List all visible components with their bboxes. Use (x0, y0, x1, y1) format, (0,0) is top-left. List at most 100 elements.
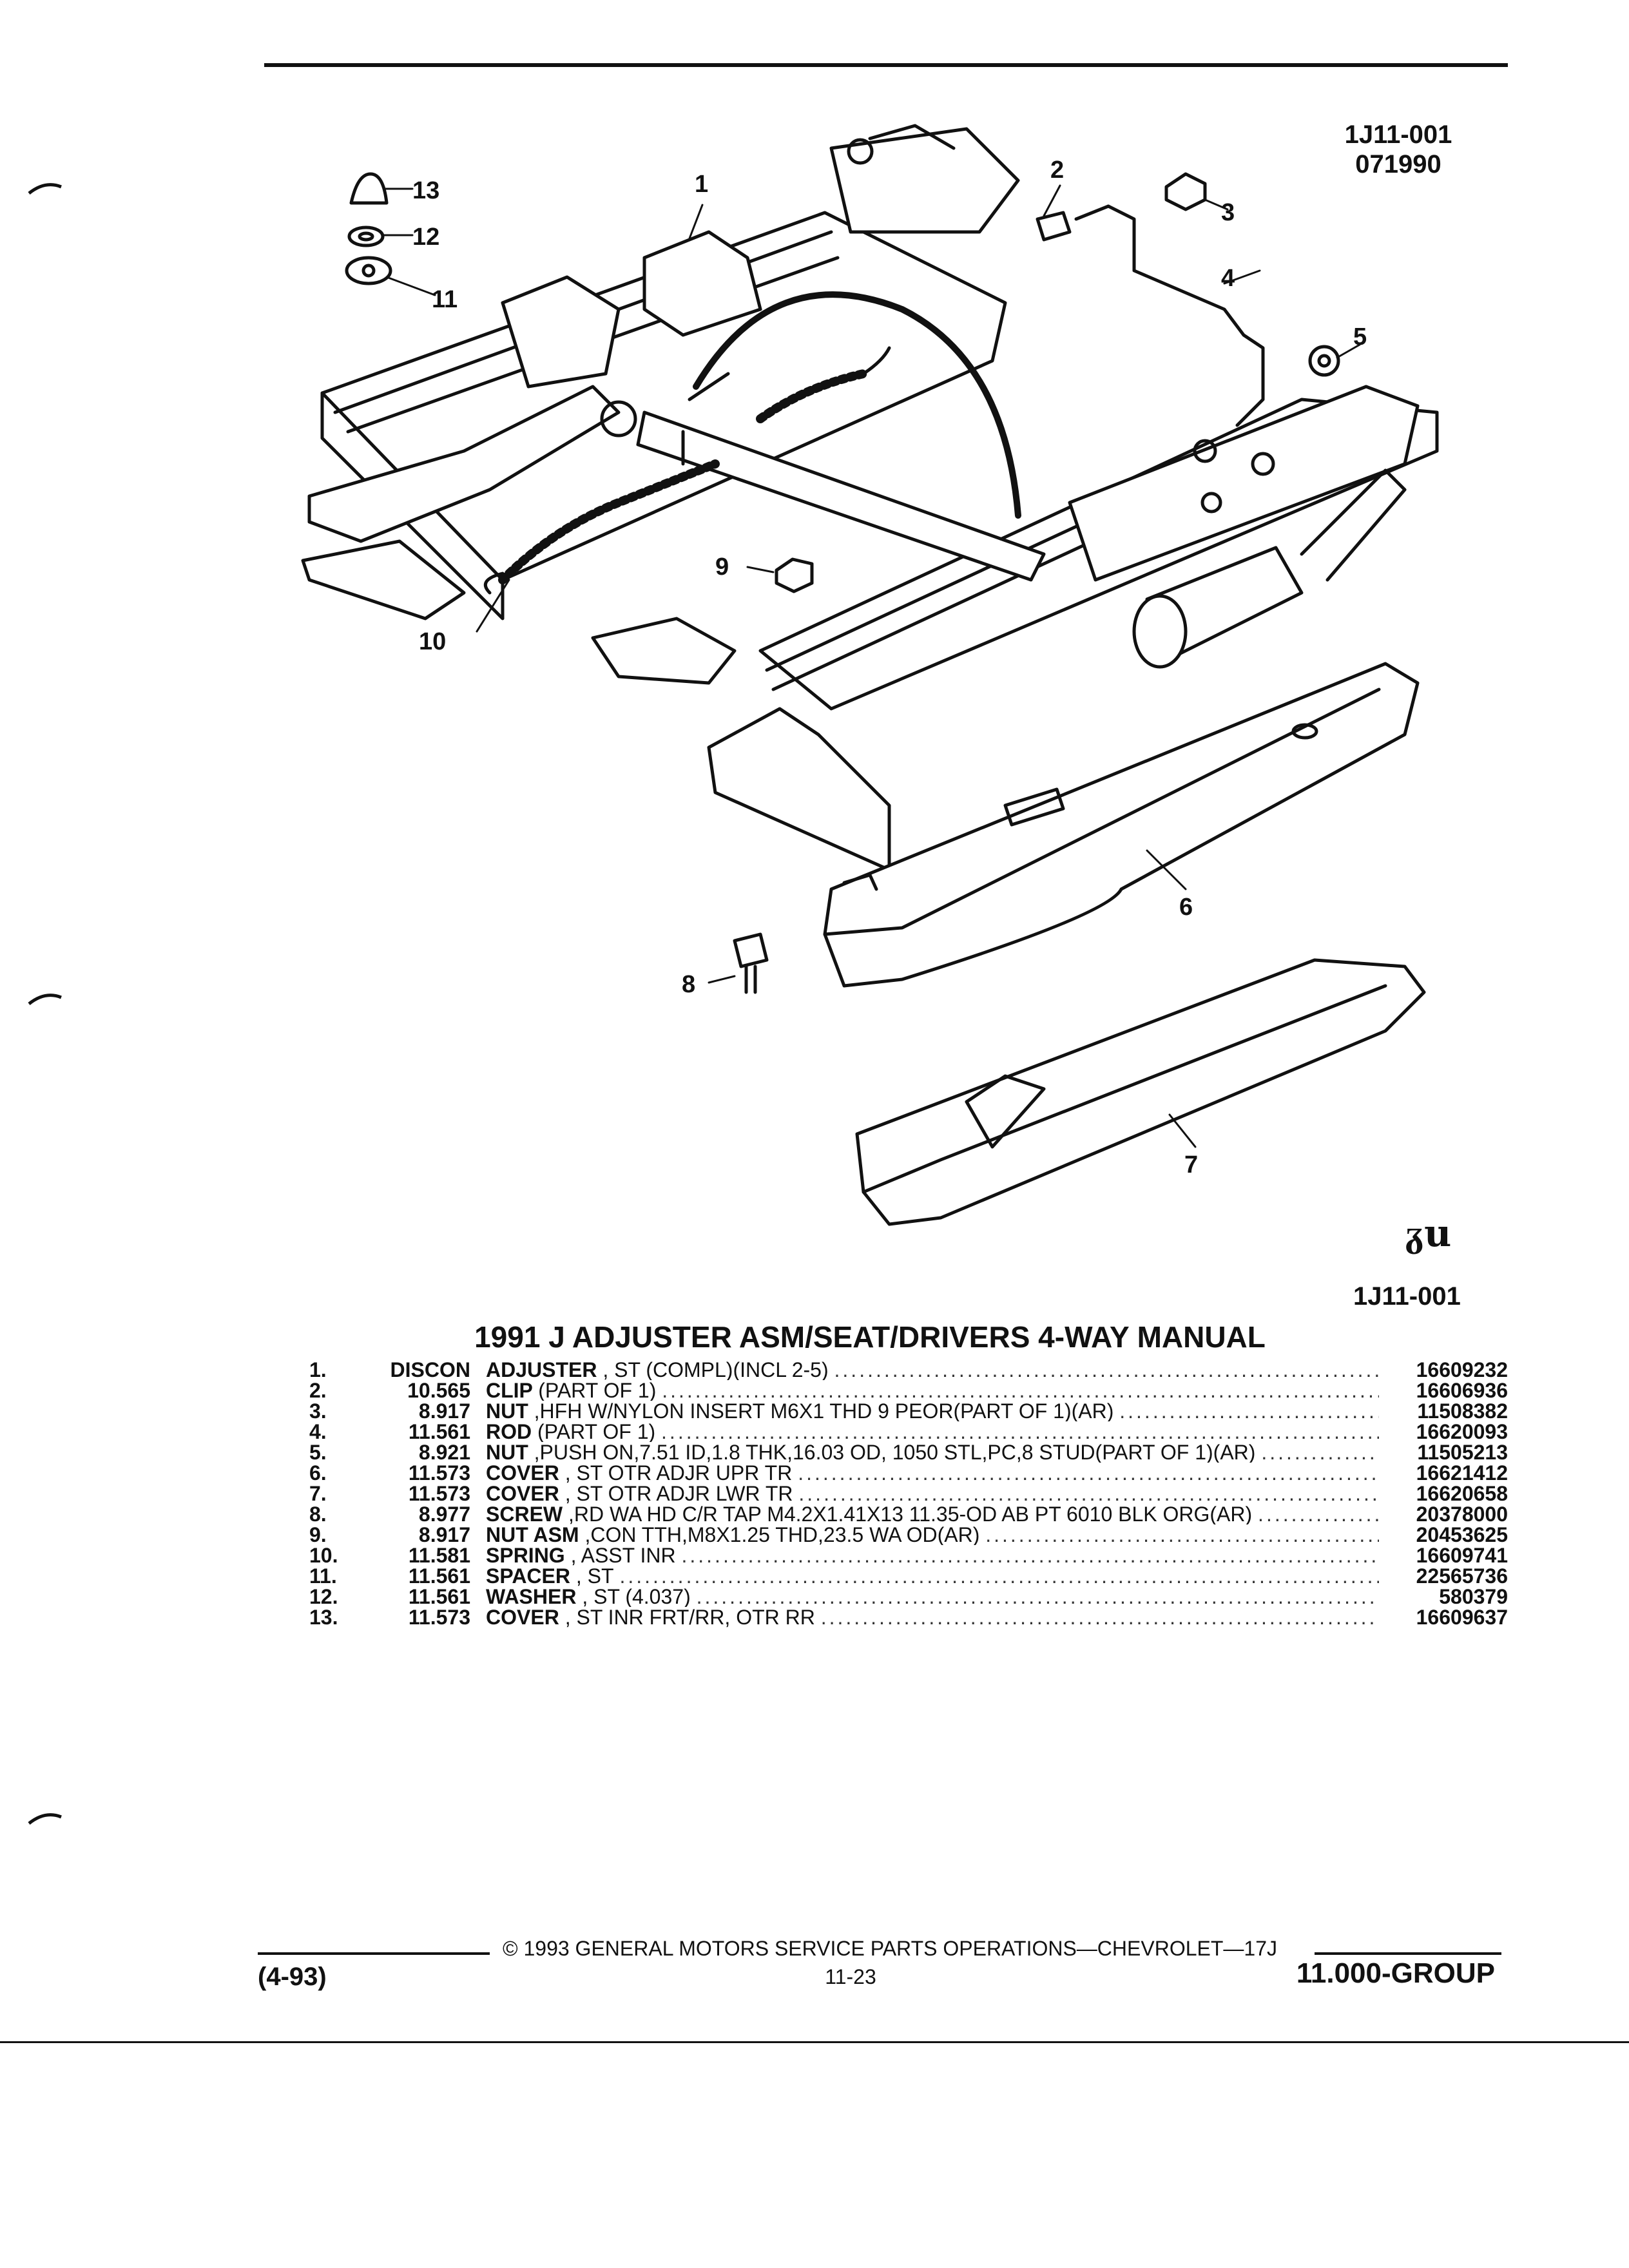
callout-11: 11 (432, 286, 458, 313)
part-description: COVER , ST OTR ADJR UPR TR .............… (486, 1463, 1379, 1483)
part-2-clip (1036, 211, 1072, 242)
part-description: WASHER , ST (4.037) ....................… (486, 1586, 1379, 1607)
part-number: 16620093 (1416, 1420, 1508, 1443)
margin-mark (28, 183, 62, 195)
part-number: 20378000 (1416, 1503, 1508, 1526)
group-number: 11.561 (408, 1420, 470, 1443)
row-number: 7. (309, 1482, 327, 1505)
group-number: 10.565 (407, 1379, 470, 1402)
part-spec: ,HFH W/NYLON INSERT M6X1 THD 9 PEOR(PART… (534, 1401, 1114, 1421)
part-name: COVER (486, 1463, 559, 1483)
part-description: COVER , ST OTR ADJR LWR TR .............… (486, 1483, 1379, 1504)
table-row: 5. 8.921 NUT ,PUSH ON,7.51 ID,1.8 THK,16.0… (309, 1442, 1508, 1463)
part-5-push-nut (1308, 345, 1340, 377)
part-description: COVER , ST INR FRT/RR, OTR RR ..........… (486, 1607, 1379, 1628)
part-spec: ,RD WA HD C/R TAP M4.2X1.41X13 11.35-OD … (568, 1504, 1253, 1524)
margin-mark (28, 1813, 62, 1825)
row-number: 10. (309, 1544, 338, 1567)
callout-13: 13 (412, 177, 439, 204)
part-name: SPRING (486, 1545, 565, 1566)
group-number: 11.573 (408, 1461, 470, 1485)
table-row: 6. 11.573 COVER , ST OTR ADJR UPR TR .....… (309, 1463, 1508, 1483)
part-spec: , ST INR FRT/RR, OTR RR (564, 1607, 815, 1628)
part-spec: , ST (4.037) (582, 1586, 691, 1607)
top-rule (264, 63, 1508, 67)
callout-9: 9 (715, 553, 729, 581)
row-number: 5. (309, 1441, 327, 1464)
gm-logo: ᵹu (1405, 1211, 1452, 1255)
row-number: 9. (309, 1523, 327, 1546)
part-11-spacer (345, 256, 392, 285)
part-spec: , ST OTR ADJR LWR TR (564, 1483, 793, 1504)
part-name: ROD (486, 1421, 532, 1442)
part-name: SPACER (486, 1566, 570, 1586)
callout-7: 7 (1184, 1151, 1198, 1178)
part-name: CLIP (486, 1380, 533, 1401)
part-description: SPRING , ASST INR ......................… (486, 1545, 1379, 1566)
callout-5: 5 (1353, 323, 1367, 351)
part-spec: , ST (575, 1566, 614, 1586)
part-spec: , ASST INR (570, 1545, 676, 1566)
footer-copyright: © 1993 GENERAL MOTORS SERVICE PARTS OPER… (503, 1937, 1277, 1960)
part-number: 580379 (1439, 1585, 1508, 1608)
bottom-rule (0, 2041, 1629, 2043)
part-name: NUT (486, 1442, 528, 1463)
outer-cover-lower (855, 958, 1426, 1226)
parts-list-title: 1991 J ADJUSTER ASM/SEAT/DRIVERS 4-WAY M… (474, 1320, 1266, 1354)
part-spec: , ST OTR ADJR UPR TR (564, 1463, 793, 1483)
row-number: 2. (309, 1379, 327, 1402)
adjuster-rod (1074, 204, 1265, 427)
part-description: NUT ASM ,CON TTH,M8X1.25 THD,23.5 WA OD(… (486, 1524, 1379, 1545)
part-number: 16621412 (1416, 1461, 1508, 1485)
callout-8: 8 (682, 971, 695, 998)
row-number: 6. (309, 1461, 327, 1485)
part-description: SPACER , ST ............................… (486, 1566, 1379, 1586)
part-name: COVER (486, 1607, 559, 1628)
part-name: ADJUSTER (486, 1360, 597, 1380)
row-number: 12. (309, 1585, 338, 1608)
part-spec: ,PUSH ON,7.51 ID,1.8 THK,16.03 OD, 1050 … (534, 1442, 1256, 1463)
callout-10: 10 (419, 628, 446, 655)
footer-group: 11.000-GROUP (1296, 1957, 1495, 1989)
row-number: 3. (309, 1399, 327, 1423)
outer-cover-upper (823, 662, 1420, 988)
callout-4: 4 (1221, 265, 1235, 292)
row-number: 4. (309, 1420, 327, 1443)
release-lever (301, 385, 637, 620)
footer-date: (4-93) (258, 1963, 327, 1991)
part-number: 16609637 (1416, 1606, 1508, 1629)
part-name: COVER (486, 1483, 559, 1504)
group-number: 11.573 (408, 1606, 470, 1629)
adjuster-cylinder (1132, 468, 1407, 669)
group-number: 8.921 (418, 1441, 470, 1464)
part-spec: (PART OF 1) (538, 1380, 657, 1401)
part-number: 16620658 (1416, 1482, 1508, 1505)
part-number: 16606936 (1416, 1379, 1508, 1402)
drawing-code: 1J11-001 (1344, 120, 1452, 149)
group-number: 11.573 (408, 1482, 470, 1505)
group-number: DISCON (390, 1358, 470, 1381)
callout-12: 12 (412, 224, 439, 251)
figure-code: 1J11-001 (1353, 1282, 1461, 1311)
footer-rule-right (1315, 1952, 1501, 1955)
footer-rule-left (258, 1952, 490, 1955)
group-number: 11.561 (408, 1564, 470, 1588)
part-number: 11505213 (1417, 1441, 1508, 1464)
part-name: SCREW (486, 1504, 563, 1524)
callout-6: 6 (1179, 894, 1193, 921)
part-number: 20453625 (1416, 1523, 1508, 1546)
leader-lines (383, 184, 1361, 1148)
callout-2: 2 (1050, 157, 1064, 184)
part-13-cover (349, 172, 389, 205)
part-8-screw (733, 932, 769, 994)
part-number: 16609232 (1416, 1358, 1508, 1381)
part-3-nut (1164, 172, 1207, 211)
table-row: 7. 11.573 COVER , ST OTR ADJR LWR TR .....… (309, 1483, 1508, 1504)
